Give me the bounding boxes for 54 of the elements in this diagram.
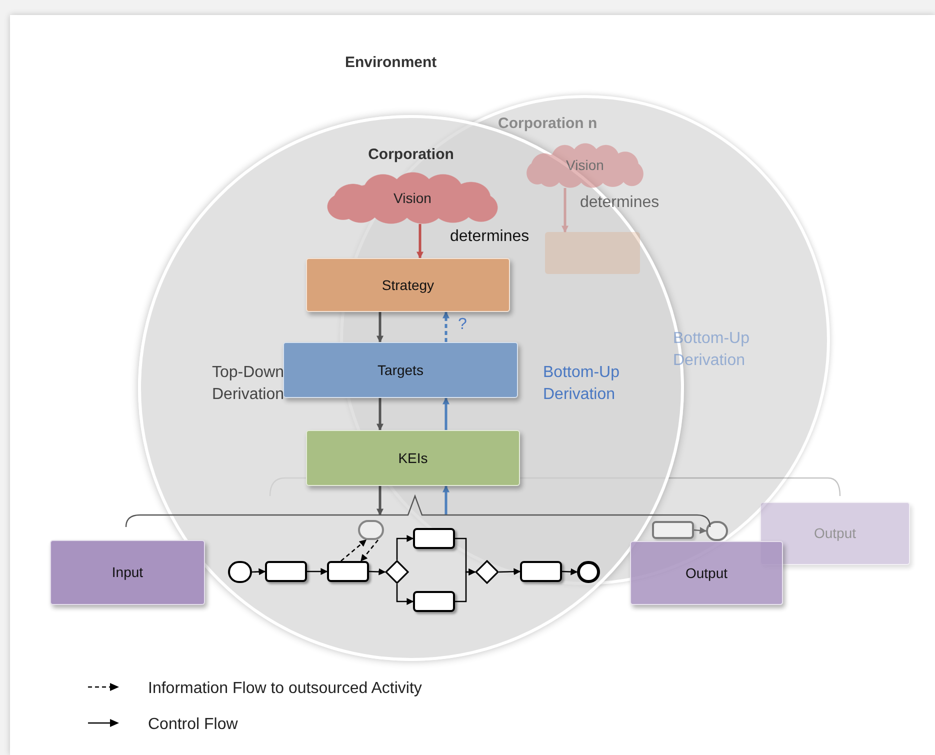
task-box <box>327 561 369 582</box>
edge-label: ? <box>458 316 467 334</box>
arrow <box>340 540 367 562</box>
edge-label: determines <box>450 228 530 246</box>
node-label: Corporation <box>368 145 454 165</box>
arrow <box>376 398 384 431</box>
arrow <box>498 568 521 576</box>
node-label: Strategy <box>382 276 434 295</box>
task-box <box>265 561 307 582</box>
arrow <box>376 486 384 516</box>
task-box <box>520 561 562 582</box>
arrow <box>360 540 378 562</box>
level-box <box>306 430 520 486</box>
brace <box>125 495 711 527</box>
node-label: Output <box>685 564 728 583</box>
arrow <box>396 584 414 605</box>
legend-text: Control Flow <box>148 715 238 735</box>
annotation-text: Top-Down Derivation <box>212 363 286 405</box>
annotation-text: Corporation n <box>498 114 598 134</box>
level-box <box>545 232 640 274</box>
arrow <box>562 568 578 576</box>
arrow <box>694 527 707 534</box>
arrow <box>376 312 384 343</box>
arrow <box>442 397 450 430</box>
task-box <box>413 528 455 549</box>
edge-label: determines <box>580 194 660 212</box>
annotation-text: Bottom-Up Derivation <box>673 329 750 371</box>
arrow <box>442 311 450 342</box>
level-box <box>630 541 783 605</box>
annotation-text: Environment <box>345 53 438 73</box>
arrow <box>442 485 450 515</box>
level-box <box>50 540 205 605</box>
arrow <box>307 568 328 575</box>
arrow <box>368 568 386 576</box>
task-box <box>413 591 455 612</box>
arrow <box>396 535 414 560</box>
node-label: Vision <box>394 188 432 208</box>
arrow <box>562 188 568 233</box>
gateway-diamond <box>385 560 409 584</box>
node-label: KEIs <box>398 448 428 468</box>
node-label: Targets <box>378 360 424 380</box>
level-box <box>306 258 510 312</box>
task-box <box>652 521 694 539</box>
gateway-diamond <box>475 560 499 584</box>
arrow <box>416 224 424 259</box>
node-label: Output <box>814 524 856 543</box>
node-label: Input <box>112 563 144 582</box>
legend-text: Information Flow to outsourced Activity <box>148 679 422 699</box>
arrow <box>252 568 266 576</box>
level-box <box>760 502 910 565</box>
level-box <box>283 342 518 398</box>
arrow <box>455 568 476 602</box>
node-label: Vision <box>566 156 604 175</box>
annotation-text: Bottom-Up Derivation <box>543 363 620 405</box>
